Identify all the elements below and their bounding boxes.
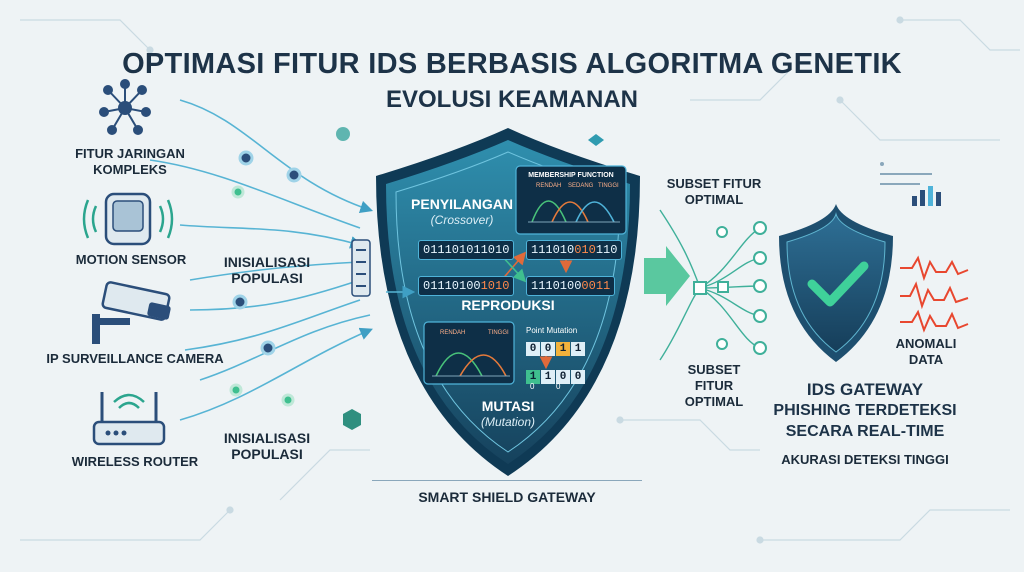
chromosome-child-b: 11101000011 (526, 276, 616, 296)
input-connector (351, 239, 371, 297)
point-mutation-title: Point Mutation (526, 326, 578, 335)
bit: 0 (571, 370, 585, 384)
mutation-subtitle: (Mutation) (480, 415, 536, 429)
mutation-low: RENDAH (440, 330, 466, 336)
source-label-network: FITUR JARINGAN KOMPLEKS (75, 146, 185, 177)
init-population-label-bottom: INISIALISASI POPULASI (223, 430, 311, 462)
gateway-line-3: SECARA REAL-TIME (785, 423, 945, 440)
subset-label-top: SUBSET FITUR OPTIMAL (666, 176, 762, 207)
subset-label-bottom: SUBSET FITUR OPTIMAL (684, 362, 744, 409)
hexagon-decorations (336, 127, 604, 430)
gateway-line-1: IDS GATEWAY (806, 380, 924, 399)
page-title: OPTIMASI FITUR IDS BERBASIS ALGORITMA GE… (122, 48, 902, 80)
chromosome-parent-a: 011101011010 (418, 240, 515, 260)
bar-chart-icon (880, 162, 941, 206)
ids-gateway-shield (779, 204, 893, 362)
source-label-camera: IP SURVEILLANCE CAMERA (46, 351, 224, 366)
bit: 0 (541, 342, 555, 356)
bit: 0 (526, 342, 540, 356)
page-subtitle: EVOLUSI KEAMANAN (385, 86, 638, 113)
mutation-high: TINGGI (488, 330, 509, 336)
input-flow-lines (149, 99, 374, 421)
gateway-line-2: PHISHING TERDETEKSI (773, 402, 957, 419)
source-label-motion: MOTION SENSOR (75, 252, 187, 267)
bit: 1 (556, 342, 570, 356)
mutation-index-b: 0 (556, 382, 561, 391)
output-arrow (644, 246, 690, 306)
init-population-label-top: INISIALISASI POPULASI (223, 254, 311, 286)
chromosome-parent-b: 011101001010 (418, 276, 515, 296)
mutation-index-a: 0 (530, 382, 535, 391)
membership-function-panel (515, 165, 627, 235)
crossover-subtitle: (Crossover) (430, 213, 494, 227)
membership-mid: SEDANG (568, 183, 594, 189)
source-label-router: WIRELESS ROUTER (71, 454, 199, 469)
mutation-title: MUTASI (481, 398, 535, 414)
bit: 0 (556, 370, 570, 384)
shield-caption: SMART SHIELD GATEWAY (418, 489, 596, 505)
bit: 1 (571, 342, 585, 356)
membership-low: RENDAH (536, 183, 562, 189)
bit: 1 (541, 370, 555, 384)
network-icon (99, 79, 151, 135)
motion-sensor-icon (82, 192, 174, 246)
chromosome-child-a: 111010010110 (526, 240, 623, 260)
camera-icon (92, 281, 171, 344)
crossover-title: PENYILANGAN (411, 196, 513, 212)
input-nodes (229, 150, 302, 407)
anomaly-waveforms (900, 255, 969, 333)
caption-divider (372, 480, 642, 481)
mutation-panel (423, 321, 515, 385)
subset-nodes (693, 221, 767, 355)
membership-title: MEMBERSHIP FUNCTION (528, 172, 614, 179)
anomaly-label: ANOMALI DATA (895, 336, 957, 367)
accuracy-label: AKURASI DETEKSI TINGGI (781, 452, 949, 467)
membership-high: TINGGI (598, 183, 619, 189)
router-icon (92, 392, 166, 446)
circuit-decoration (20, 16, 1020, 544)
reproduction-title: REPRODUKSI (461, 297, 555, 313)
bit: 1 (526, 370, 540, 384)
